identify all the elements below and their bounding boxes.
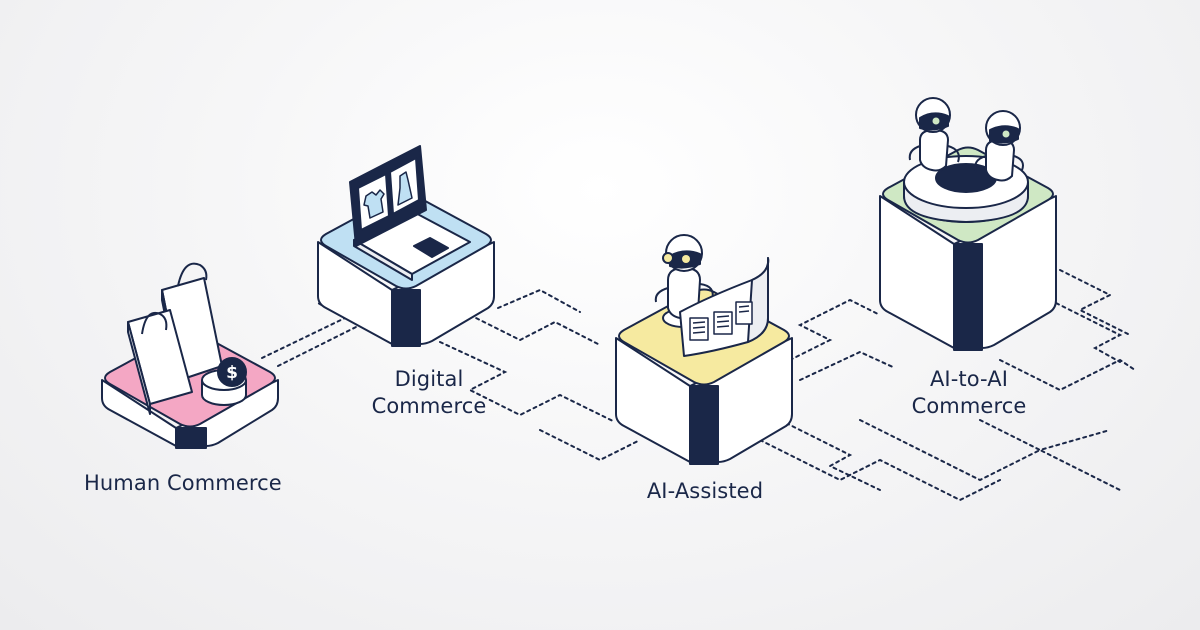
label-digital-commerce: Digital Commerce bbox=[334, 366, 524, 420]
block-stripe bbox=[953, 243, 983, 351]
stage-ai-to-ai-commerce bbox=[879, 97, 1057, 351]
block-left-face bbox=[317, 241, 393, 345]
block-left-face bbox=[879, 195, 955, 349]
connector-digital-to-assisted-2 bbox=[439, 341, 616, 423]
connector-ai-right-5 bbox=[859, 419, 1121, 491]
block-left-face bbox=[615, 337, 691, 463]
connector-digital-to-assisted-3 bbox=[497, 288, 581, 313]
connector-digital-to-assisted bbox=[469, 314, 601, 346]
touchpad bbox=[413, 237, 449, 258]
connector-ai-right-4 bbox=[979, 419, 1111, 452]
bag-handle-back bbox=[177, 262, 208, 287]
label-line: Commerce bbox=[371, 394, 487, 418]
connector-assisted-bottom bbox=[539, 429, 641, 462]
connector-assisted-to-ai-2 bbox=[799, 350, 896, 381]
label-ai-to-ai-commerce: AI-to-AI Commerce bbox=[874, 366, 1064, 420]
label-human-commerce: Human Commerce bbox=[84, 470, 304, 497]
bag-handle-front bbox=[141, 312, 168, 335]
block-stripe bbox=[175, 427, 207, 449]
block-left-face bbox=[101, 379, 177, 447]
label-line: Commerce bbox=[911, 394, 1027, 418]
label-line: Digital bbox=[394, 367, 464, 391]
stage-human-commerce: $ bbox=[101, 262, 279, 449]
label-ai-assisted: AI-Assisted bbox=[610, 478, 800, 505]
connector-ai-right-2 bbox=[1049, 299, 1123, 363]
connector-assisted-bottom-3 bbox=[779, 419, 881, 491]
robot-eye bbox=[682, 255, 690, 263]
connector-ai-right-3 bbox=[999, 358, 1136, 392]
shirt-icon bbox=[363, 189, 385, 219]
dress-icon bbox=[397, 171, 413, 206]
connector-assisted-bottom-2 bbox=[759, 439, 1001, 502]
robot-right-body bbox=[985, 139, 1015, 182]
connector-assisted-to-ai bbox=[789, 298, 881, 361]
label-line: Human Commerce bbox=[84, 471, 282, 495]
circuit-connectors bbox=[261, 269, 1136, 502]
label-line: AI-to-AI bbox=[929, 367, 1009, 391]
stage-ai-assisted bbox=[615, 234, 793, 465]
block-stripe bbox=[689, 385, 719, 465]
connector-ai-right bbox=[1059, 269, 1131, 336]
label-line: AI-Assisted bbox=[646, 479, 764, 503]
block-stripe bbox=[391, 289, 421, 347]
stage-digital-commerce bbox=[317, 145, 495, 347]
robot-left-body bbox=[919, 129, 949, 172]
dollar-icon: $ bbox=[226, 363, 238, 383]
document-lines-icon bbox=[689, 301, 753, 341]
